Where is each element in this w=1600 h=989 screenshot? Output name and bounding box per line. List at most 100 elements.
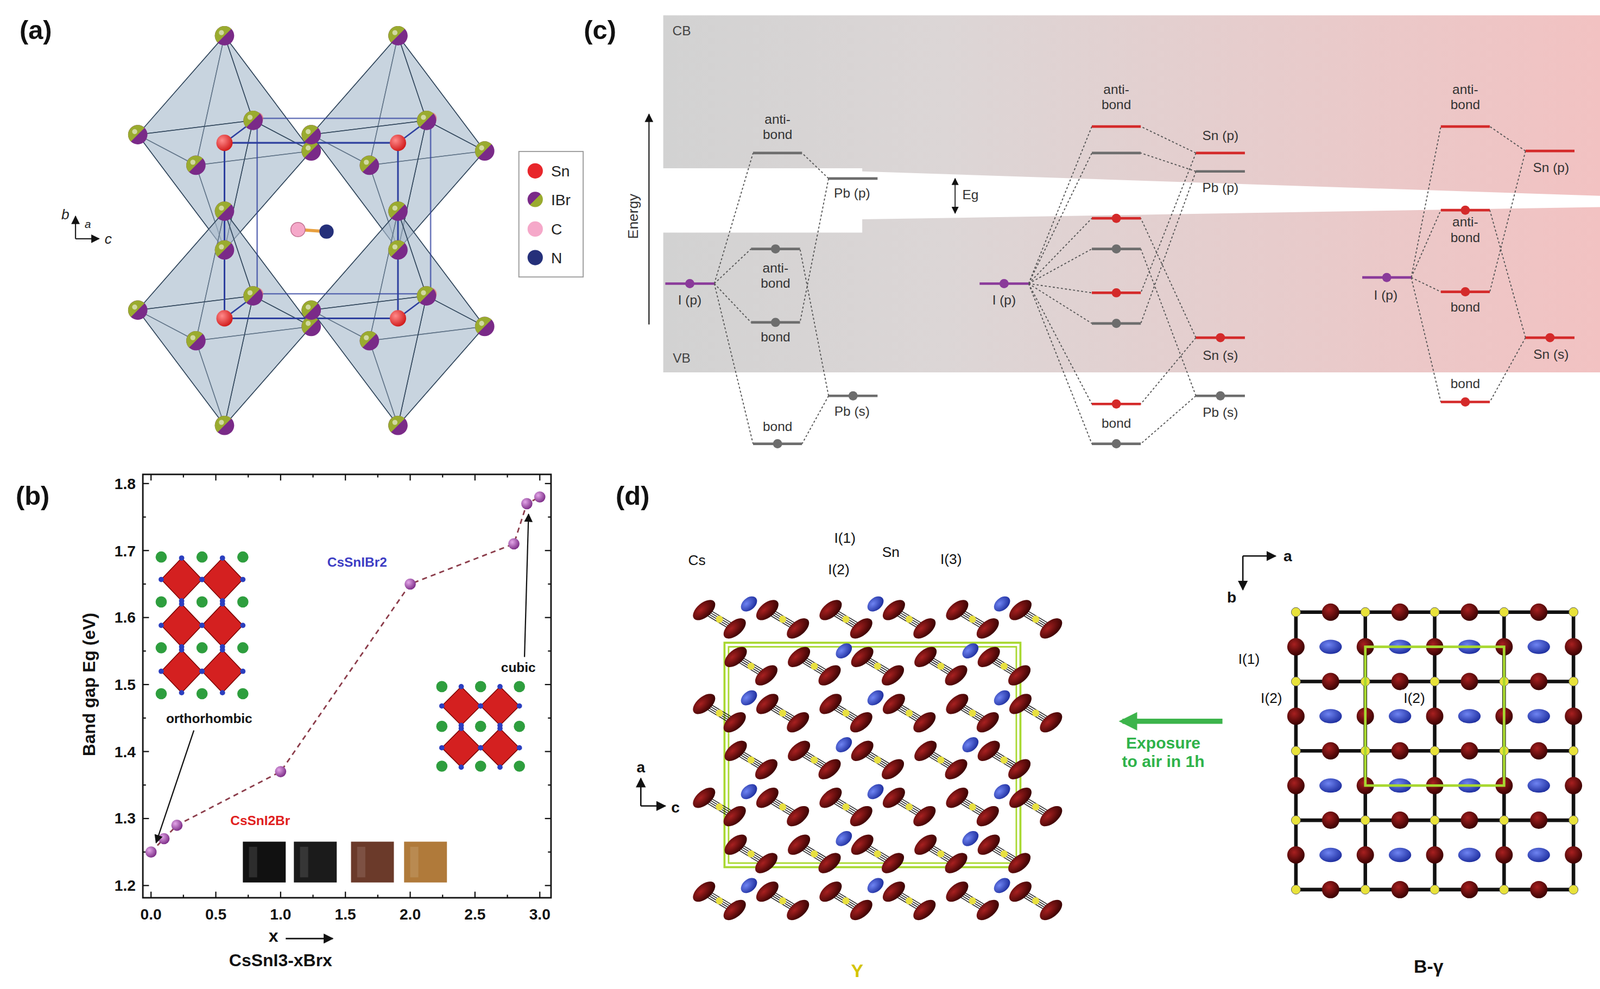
y-phase-structure xyxy=(752,783,782,813)
electron-dot xyxy=(770,244,781,254)
halide-atom xyxy=(190,334,196,340)
octahedron xyxy=(137,35,485,426)
tick-mark xyxy=(142,650,147,652)
level-label: anti-bond xyxy=(1443,82,1489,113)
energy-level xyxy=(753,152,802,155)
conduction-band xyxy=(663,15,1600,196)
y-phase-structure xyxy=(719,896,750,925)
cubic-structure xyxy=(439,703,445,710)
tick-mark xyxy=(150,474,152,481)
level-label: bond xyxy=(1450,300,1481,316)
octahedron xyxy=(137,295,254,426)
tick-label: 2.0 xyxy=(399,905,421,923)
y-phase-structure xyxy=(1000,662,1008,670)
cubic-structure xyxy=(458,684,465,690)
cubic-structure xyxy=(513,681,526,693)
orthorhombic-structure xyxy=(158,622,164,629)
tin-atom xyxy=(216,134,233,151)
halide-atom xyxy=(359,155,380,176)
y-phase-structure xyxy=(1032,615,1040,623)
y-phase-structure xyxy=(842,803,850,811)
halide-atom xyxy=(218,205,224,211)
halide-atom xyxy=(392,244,398,250)
unit-cell xyxy=(257,118,432,294)
halide-atom xyxy=(131,304,137,310)
band-label: VB xyxy=(672,351,691,368)
halide-atom xyxy=(247,290,253,296)
y-phase-structure xyxy=(990,687,1013,709)
y-phase-structure xyxy=(783,802,813,831)
cubic-structure xyxy=(435,760,448,773)
orthorhombic-structure xyxy=(199,668,205,675)
tick-mark xyxy=(545,750,552,752)
cubic-structure xyxy=(441,686,481,726)
tick-mark xyxy=(280,892,282,898)
y-phase-structure xyxy=(1036,708,1066,737)
correlation-line xyxy=(1028,249,1092,284)
correlation-line xyxy=(1411,210,1441,278)
legend-text: N xyxy=(551,249,562,267)
correlation-line xyxy=(799,178,829,323)
y-phase-structure xyxy=(689,593,1066,925)
sample-photo xyxy=(410,846,419,878)
y-phase-structure xyxy=(814,661,845,690)
halide-atom xyxy=(243,110,263,131)
tick-mark xyxy=(247,894,249,898)
correlation-line xyxy=(714,126,1526,445)
tick-mark xyxy=(545,549,552,552)
energy-level xyxy=(665,126,1575,445)
halide-atom xyxy=(243,286,260,303)
halide-atom xyxy=(305,145,311,151)
tick-mark xyxy=(506,474,508,478)
level-label: bond xyxy=(1450,377,1481,393)
tick-mark xyxy=(142,516,147,518)
b-gamma-structure xyxy=(1430,607,1440,617)
tin-atom xyxy=(389,134,407,151)
valence-band xyxy=(663,207,1600,373)
y-phase-structure xyxy=(783,830,814,859)
atom-label: Sn xyxy=(880,544,902,561)
axis-arrow xyxy=(1242,555,1244,590)
octahedron xyxy=(137,211,254,311)
tick-mark xyxy=(441,474,444,478)
data-point xyxy=(404,578,416,591)
orbital-label: Pb (s) xyxy=(1202,405,1238,421)
y-phase-structure xyxy=(1004,661,1034,690)
electron-dot xyxy=(1111,318,1122,328)
legend-text: Sn xyxy=(551,161,571,180)
y-phase-structure xyxy=(905,709,913,717)
correlation-line xyxy=(1489,210,1526,338)
y-phase-structure xyxy=(1000,756,1008,764)
y-phase-structure xyxy=(783,643,814,672)
orthorhombic-structure xyxy=(199,622,205,629)
energy-arrow xyxy=(648,114,650,325)
tick-label: 2.5 xyxy=(464,905,486,923)
correlation-line xyxy=(1489,150,1526,292)
cubic-structure xyxy=(513,721,526,733)
tick-mark xyxy=(377,474,379,478)
orthorhombic-structure xyxy=(161,604,202,648)
y-phase-structure xyxy=(969,897,977,905)
legend-text: C xyxy=(551,219,562,238)
y-phase-structure xyxy=(847,737,877,766)
y-phase-structure xyxy=(752,596,782,625)
b-gamma-structure xyxy=(1426,707,1444,725)
halide-atom xyxy=(416,286,434,303)
y-phase-structure xyxy=(878,877,909,907)
tick-label: 1.2 xyxy=(114,876,136,895)
transition-arrow xyxy=(1122,718,1223,724)
panel-label: (b) xyxy=(15,481,50,512)
energy-level xyxy=(1091,152,1141,155)
trend-line xyxy=(150,497,540,853)
orthorhombic-structure xyxy=(199,668,205,675)
compound-label: CsSnI2Br xyxy=(230,813,290,830)
halide-atom xyxy=(186,331,203,348)
tick-mark xyxy=(142,583,147,585)
b-gamma-structure xyxy=(1527,848,1551,863)
y-phase-structure xyxy=(911,830,941,859)
b-gamma-structure xyxy=(1430,884,1440,895)
tick-label: 1.8 xyxy=(114,475,136,493)
y-phase-structure xyxy=(779,897,787,905)
b-gamma-structure xyxy=(1430,677,1440,687)
y-phase-structure xyxy=(942,877,972,907)
